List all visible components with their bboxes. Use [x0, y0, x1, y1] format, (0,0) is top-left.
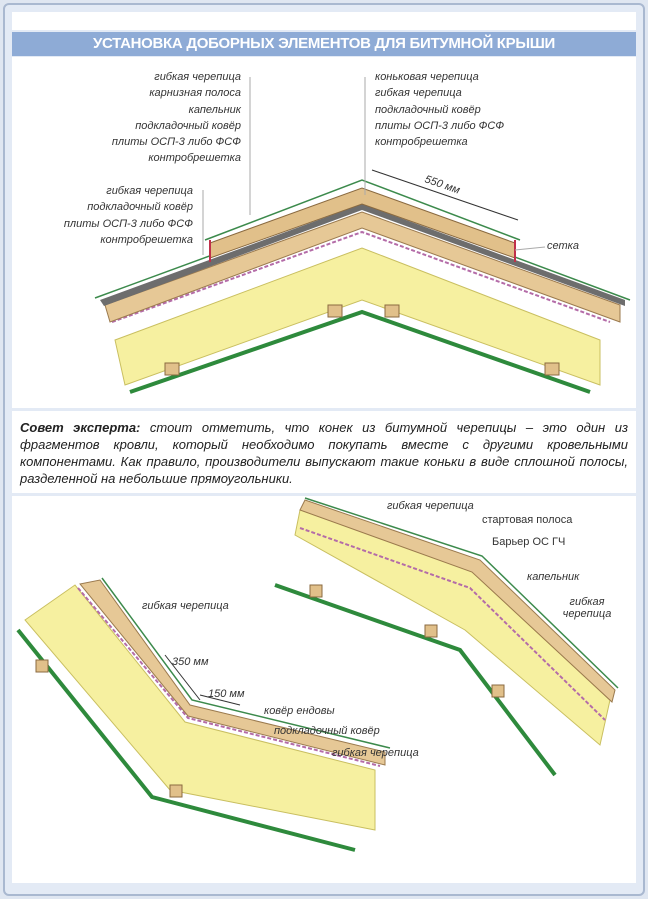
ridge-right-label: подкладочный ковёр — [375, 103, 481, 116]
ridge-left-label: контробрешетка — [148, 152, 241, 165]
ridge-left-label: плиты ОСП-3 либо ФСФ — [111, 136, 241, 149]
valley-diagram-panel: гибкая черепица 350 мм 150 мм ковёр ендо… — [12, 496, 636, 883]
break-label: капельник — [527, 571, 580, 583]
ridge-right-label: гибкая черепица — [375, 87, 462, 100]
ridge-left-label: карнизная полоса — [149, 87, 241, 100]
tip-text: стоит отметить, что конек из битумной че… — [20, 420, 628, 486]
ridge-right-label: коньковая черепица — [375, 71, 479, 83]
ridge-left-label: гибкая черепица — [154, 71, 241, 83]
ridge-left-lower-label: контробрешетка — [100, 233, 193, 246]
valley-dimension-350: 350 мм — [172, 656, 209, 668]
valley-dimension-150: 150 мм — [208, 688, 245, 700]
ridge-left-lower-label: подкладочный ковёр — [87, 201, 193, 214]
ridge-left-lower-label: гибкая черепица — [106, 185, 193, 197]
ridge-right-label: контробрешетка — [375, 136, 468, 149]
valley-label: ковёр ендовы — [264, 705, 335, 717]
expert-tip-panel: Совет эксперта: стоит отметить, что коне… — [12, 411, 636, 493]
mesh-label: сетка — [547, 240, 579, 252]
top-strip — [12, 12, 636, 30]
valley-label: гибкая черепица — [332, 747, 419, 759]
break-label: Барьер ОС ГЧ — [492, 536, 566, 548]
ridge-diagram-panel: гибкая черепица карнизная полоса капельн… — [12, 57, 636, 408]
break-label: гибкая черепица — [387, 500, 474, 512]
valley-label: гибкая черепица — [142, 600, 229, 612]
valley-and-break-drawing — [16, 497, 619, 852]
tip-heading: Совет эксперта: — [20, 420, 141, 435]
ridge-left-lower-label: плиты ОСП-3 либо ФСФ — [63, 217, 193, 230]
ridge-right-label: плиты ОСП-3 либо ФСФ — [375, 119, 505, 132]
valley-label: подкладочный ковёр — [274, 725, 380, 737]
ridge-roof-drawing — [94, 77, 631, 394]
ridge-left-label: капельник — [188, 103, 241, 116]
page-title: УСТАНОВКА ДОБОРНЫХ ЭЛЕМЕНТОВ ДЛЯ БИТУМНО… — [12, 32, 636, 56]
ridge-left-label: подкладочный ковёр — [135, 119, 241, 132]
break-label: стартовая полоса — [482, 514, 573, 526]
break-label: гибкая черепица — [562, 596, 612, 620]
